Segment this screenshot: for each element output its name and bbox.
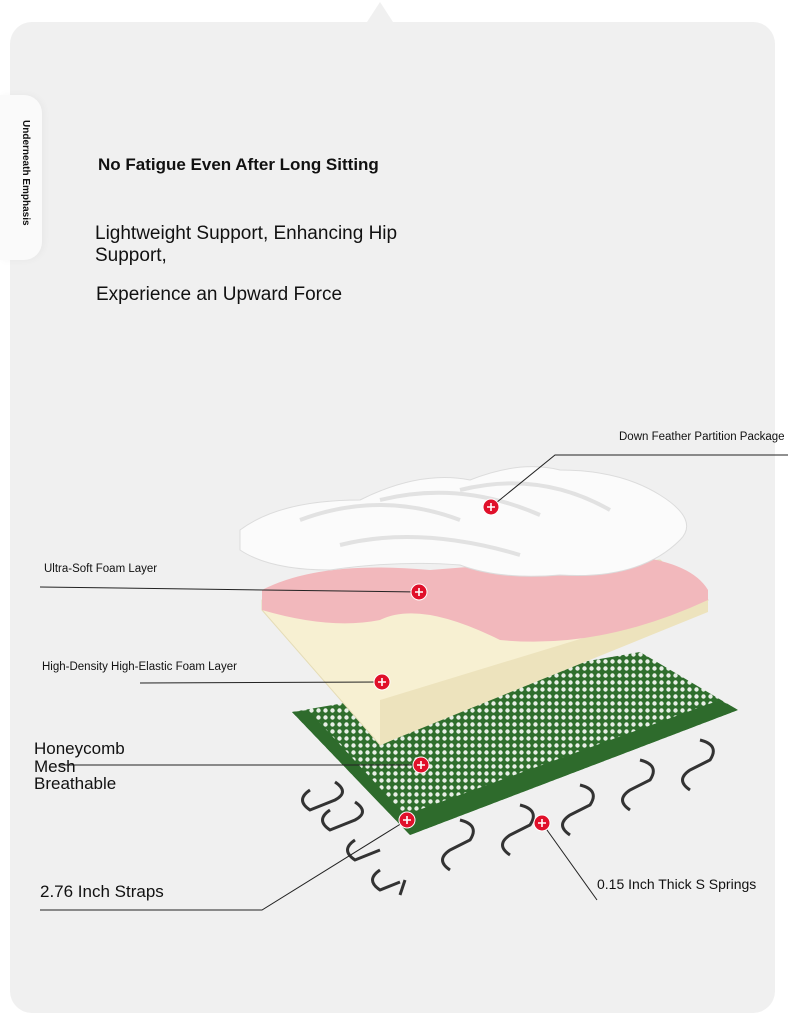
label-straps: 2.76 Inch Straps <box>40 882 164 901</box>
label-honeycomb-3: Breathable <box>34 774 117 793</box>
ultra-soft-foam <box>262 555 708 642</box>
leader-lines <box>39 454 788 911</box>
label-honeycomb-1: Honeycomb <box>34 739 125 758</box>
down-feather-cushion <box>239 466 688 577</box>
label-ultra-soft: Ultra-Soft Foam Layer <box>44 563 158 575</box>
headline: No Fatigue Even After Long Sitting <box>98 155 379 174</box>
strap-frame <box>292 700 738 835</box>
subtitle-1: Lightweight Support, Enhancing Hip Suppo… <box>95 223 398 266</box>
label-high-density: High-Density High-Elastic Foam Layer <box>42 661 237 673</box>
top-notch <box>367 2 393 22</box>
subtitle-2: Experience an Upward Force <box>96 284 343 305</box>
label-springs: 0.15 Inch Thick S Springs <box>597 876 757 892</box>
s-springs <box>301 738 715 896</box>
side-tab[interactable] <box>0 95 42 260</box>
label-honeycomb-2: Mesh <box>34 757 76 776</box>
label-down-feather: Down Feather Partition Package <box>619 431 785 443</box>
